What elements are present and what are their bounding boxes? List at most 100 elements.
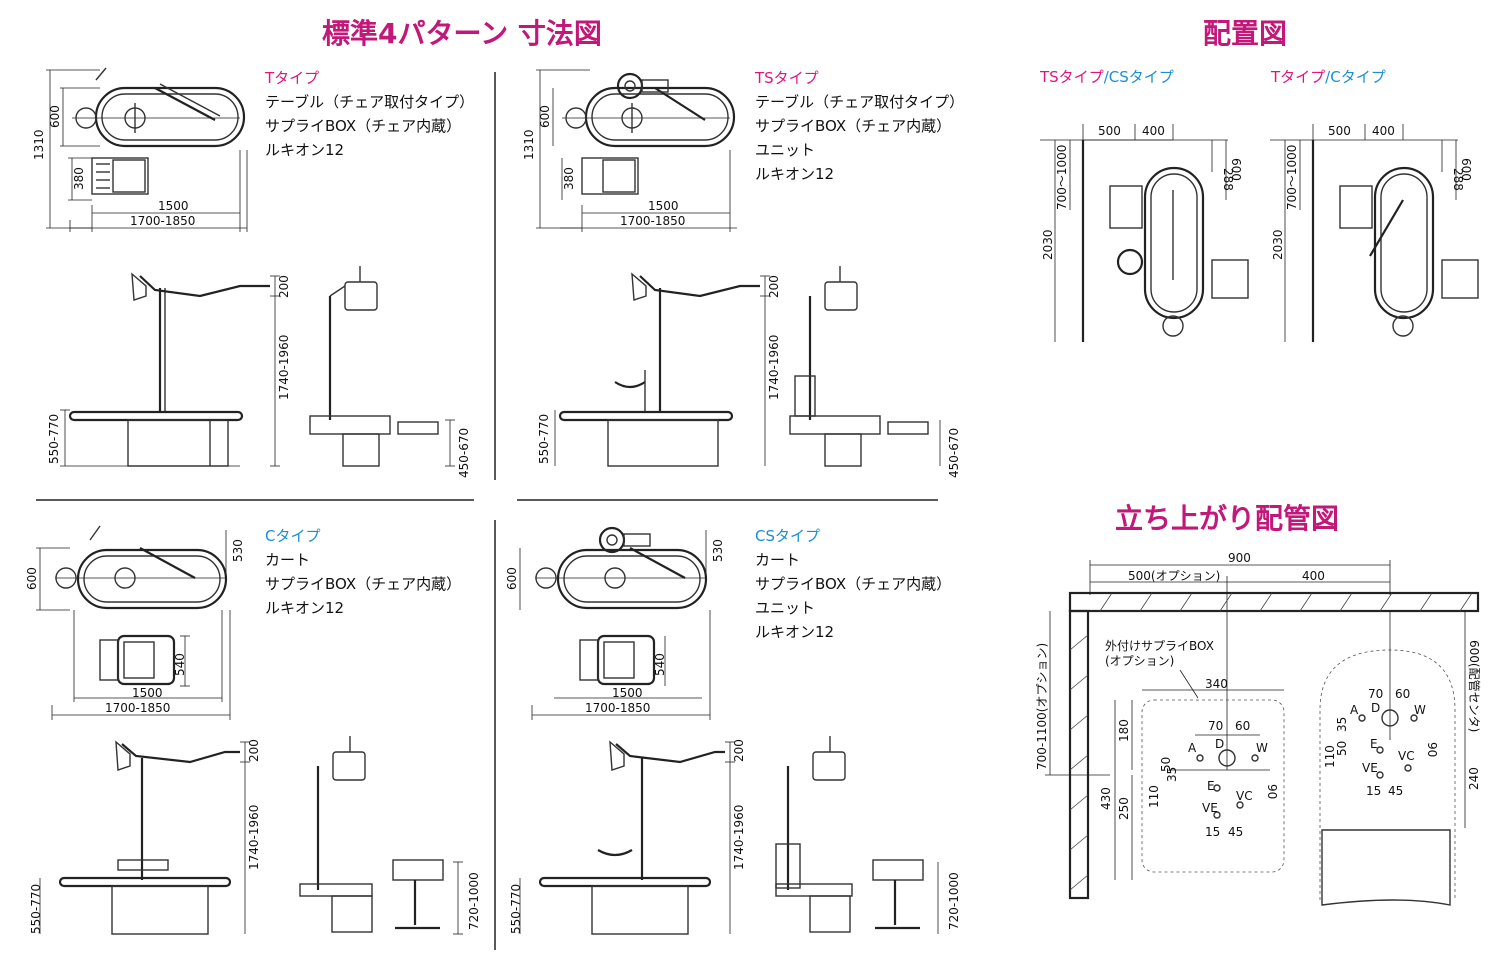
layout-left-2030: 2030 — [1041, 229, 1055, 260]
caption-c: Cタイプ カート サプライBOX（チェア内蔵） ルキオン12 — [265, 524, 461, 620]
pipe-60-b: 60 — [1395, 687, 1410, 701]
floor-plate — [1321, 829, 1451, 906]
pipe-A-b: A — [1350, 703, 1359, 717]
item-c-1: サプライBOX（チェア内蔵） — [265, 575, 462, 593]
pattern-name-ts: TSタイプ — [755, 69, 819, 87]
layout-left-500: 500 — [1098, 124, 1121, 138]
layout-right-b: Cタイプ — [1330, 68, 1386, 86]
dim-ts-1310: 1310 — [522, 129, 536, 160]
pipe-VE-b: VE — [1362, 761, 1378, 775]
external-supply-box — [1141, 699, 1285, 873]
layout-right-288: 288 — [1451, 168, 1465, 191]
dim-c-1740: 1740-1960 — [247, 805, 261, 870]
caption-ts: TSタイプ テーブル（チェア取付タイプ） サプライBOX（チェア内蔵） ユニット… — [755, 66, 964, 186]
pipe-180: 180 — [1117, 719, 1131, 742]
pipe-110-a: 110 — [1147, 785, 1161, 808]
layout-left-sep: / — [1103, 68, 1109, 86]
plan-view-ts: 1310 600 380 1500 1700-1850 — [522, 69, 737, 232]
dim-t-450: 450-670 — [457, 428, 471, 478]
spittoon-ts — [614, 381, 646, 389]
item-ts-0: テーブル（チェア取付タイプ） — [755, 93, 965, 111]
dim-t-600: 600 — [48, 105, 62, 128]
pipe-D-a: D — [1215, 737, 1224, 751]
pipe-430: 430 — [1099, 787, 1113, 810]
layout-left-600: 600 — [1229, 158, 1243, 181]
pipe-D-b: D — [1371, 701, 1380, 715]
pipe-70-b: 70 — [1368, 687, 1383, 701]
pipe-60-a: 60 — [1235, 719, 1250, 733]
item-c-2: ルキオン12 — [265, 599, 345, 617]
pipe-110-b: 110 — [1323, 745, 1337, 768]
pipe-W-a: W — [1256, 741, 1268, 755]
piping-diagram: 900 500(オプション) 400 700-1100(オプション) 430 1… — [1035, 551, 1482, 906]
main-title: 標準4パターン 寸法図 — [322, 17, 602, 50]
pipe-15-b: 15 — [1366, 784, 1381, 798]
dim-t-1700: 1700-1850 — [130, 214, 195, 228]
caption-cs: CSタイプ カート サプライBOX（チェア内蔵） ユニット ルキオン12 — [755, 524, 951, 644]
pipe-700: 700-1100(オプション) — [1035, 643, 1049, 770]
dim-ts-450: 450-670 — [947, 428, 961, 478]
layout-label-left: TSタイプ/CSタイプ — [1040, 66, 1174, 87]
plan-view-cs: 600 530 540 1500 1700-1850 — [505, 526, 725, 720]
pipe-400: 400 — [1302, 569, 1325, 583]
headrest-t — [75, 107, 97, 129]
dim-t-550: 550-770 — [47, 414, 61, 464]
item-ts-1: サプライBOX（チェア内蔵） — [755, 117, 952, 135]
layout-label-right: Tタイプ/Cタイプ — [1271, 66, 1386, 87]
layout-left-288: 288 — [1221, 168, 1235, 191]
pipe-45-a: 45 — [1228, 825, 1243, 839]
chair-layout-left — [1143, 166, 1205, 320]
item-cs-0: カート — [755, 551, 801, 569]
layout-left-a: TSタイプ — [1040, 68, 1104, 86]
dim-ts-380: 380 — [562, 167, 576, 190]
dim-cs-200: 200 — [732, 739, 746, 762]
pipe-45-b: 45 — [1388, 784, 1403, 798]
pipe-70-a: 70 — [1208, 719, 1223, 733]
pipe-35-a: 35 — [1165, 767, 1179, 782]
pipe-VC-a: VC — [1236, 789, 1253, 803]
plan-view-c: 600 530 540 1500 1700-1850 — [25, 525, 245, 720]
supply-box-label: 外付けサプライBOX — [1105, 639, 1214, 653]
dim-c-530: 530 — [231, 539, 245, 562]
layout-left-b: CSタイプ — [1108, 68, 1174, 86]
pattern-name-cs: CSタイプ — [755, 527, 820, 545]
pipe-W-b: W — [1414, 703, 1426, 717]
piping-title: 立ち上がり配管図 — [1115, 502, 1340, 535]
dim-cs-540: 540 — [653, 653, 667, 676]
pipe-340: 340 — [1205, 677, 1228, 691]
dim-t-1500: 1500 — [158, 199, 189, 213]
dim-ts-550: 550-770 — [537, 414, 551, 464]
item-cs-3: ルキオン12 — [755, 623, 835, 641]
item-cs-1: サプライBOX（チェア内蔵） — [755, 575, 952, 593]
side-view-cs: 200 1740-1960 550-770 720-1000 — [509, 736, 961, 935]
side-view-t: 200 1740-1960 550-770 450-670 — [47, 266, 471, 478]
pipe-250: 250 — [1117, 797, 1131, 820]
pattern-name-t: Tタイプ — [265, 69, 320, 87]
dim-cs-1740: 1740-1960 — [732, 805, 746, 870]
item-c-0: カート — [265, 551, 311, 569]
side-view-ts: 200 1740-1960 550-770 450-670 — [537, 266, 961, 478]
dim-t-1310: 1310 — [32, 129, 46, 160]
dim-cs-1700: 1700-1850 — [585, 701, 650, 715]
layout-right-500: 500 — [1328, 124, 1351, 138]
item-ts-2: ユニット — [755, 141, 816, 159]
layout-plan-right: 500 400 700〜1000 2030 288 600 — [1270, 124, 1479, 342]
layout-right-2030: 2030 — [1271, 229, 1285, 260]
dim-cs-1500: 1500 — [612, 686, 643, 700]
pipe-VE-a: VE — [1202, 801, 1218, 815]
layout-right-600: 600 — [1459, 158, 1473, 181]
item-ts-3: ルキオン12 — [755, 165, 835, 183]
pipe-50-b: 50 — [1335, 741, 1349, 756]
pipe-35-b: 35 — [1335, 717, 1349, 732]
item-cs-2: ユニット — [755, 599, 816, 617]
pipe-90-a: 90 — [1265, 784, 1279, 799]
layout-right-400: 400 — [1372, 124, 1395, 138]
dim-c-1500: 1500 — [132, 686, 163, 700]
item-t-0: テーブル（チェア取付タイプ） — [265, 93, 475, 111]
layout-plan-left: 500 400 700〜1000 2030 288 600 — [1040, 124, 1249, 342]
pipe-240: 240 — [1467, 767, 1481, 790]
plan-view-t: 1310 600 380 1500 1700-1850 — [32, 67, 248, 232]
side-view-c: 200 1740-1960 550-770 720-1000 — [29, 736, 481, 935]
wall-left — [1068, 609, 1090, 900]
cart-side-c — [392, 859, 444, 881]
